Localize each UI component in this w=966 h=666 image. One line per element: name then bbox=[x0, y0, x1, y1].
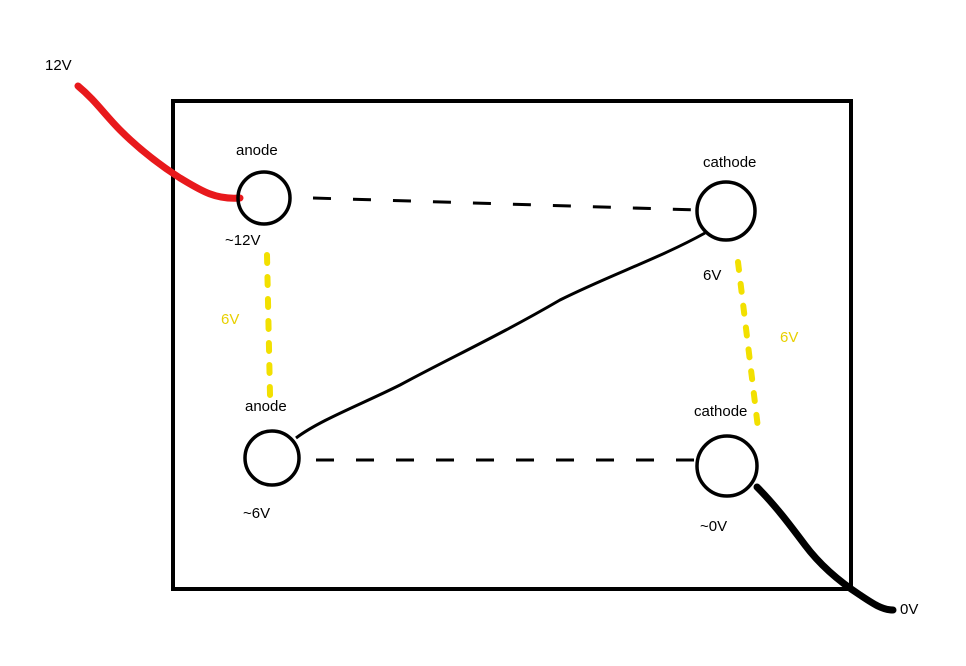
anode-bottom-left bbox=[243, 429, 301, 487]
dashed-connection-top bbox=[312, 196, 698, 212]
right-drop-label: 6V bbox=[780, 329, 799, 346]
bottom-left-name: anode bbox=[245, 398, 287, 415]
negative-wire bbox=[753, 483, 897, 614]
diagonal-connection bbox=[295, 231, 706, 440]
top-right-voltage: 6V bbox=[703, 267, 722, 284]
cathode-top-right bbox=[695, 180, 757, 242]
top-left-name: anode bbox=[236, 142, 278, 159]
left-drop-label: 6V bbox=[221, 311, 240, 328]
bottom-right-name: cathode bbox=[694, 403, 748, 420]
bottom-left-voltage: ~6V bbox=[243, 505, 271, 522]
top-right-name: cathode bbox=[703, 154, 757, 171]
voltage-drop-left bbox=[264, 252, 273, 398]
positive-supply-label: 12V bbox=[45, 57, 72, 74]
cathode-bottom-right bbox=[695, 434, 759, 498]
voltage-drop-right bbox=[735, 259, 761, 431]
positive-wire bbox=[74, 82, 244, 202]
top-left-voltage: ~12V bbox=[225, 232, 261, 249]
enclosure-box bbox=[171, 99, 853, 591]
negative-supply-label: 0V bbox=[900, 601, 919, 618]
anode-top-left bbox=[236, 170, 292, 226]
bottom-right-voltage: ~0V bbox=[700, 518, 728, 535]
